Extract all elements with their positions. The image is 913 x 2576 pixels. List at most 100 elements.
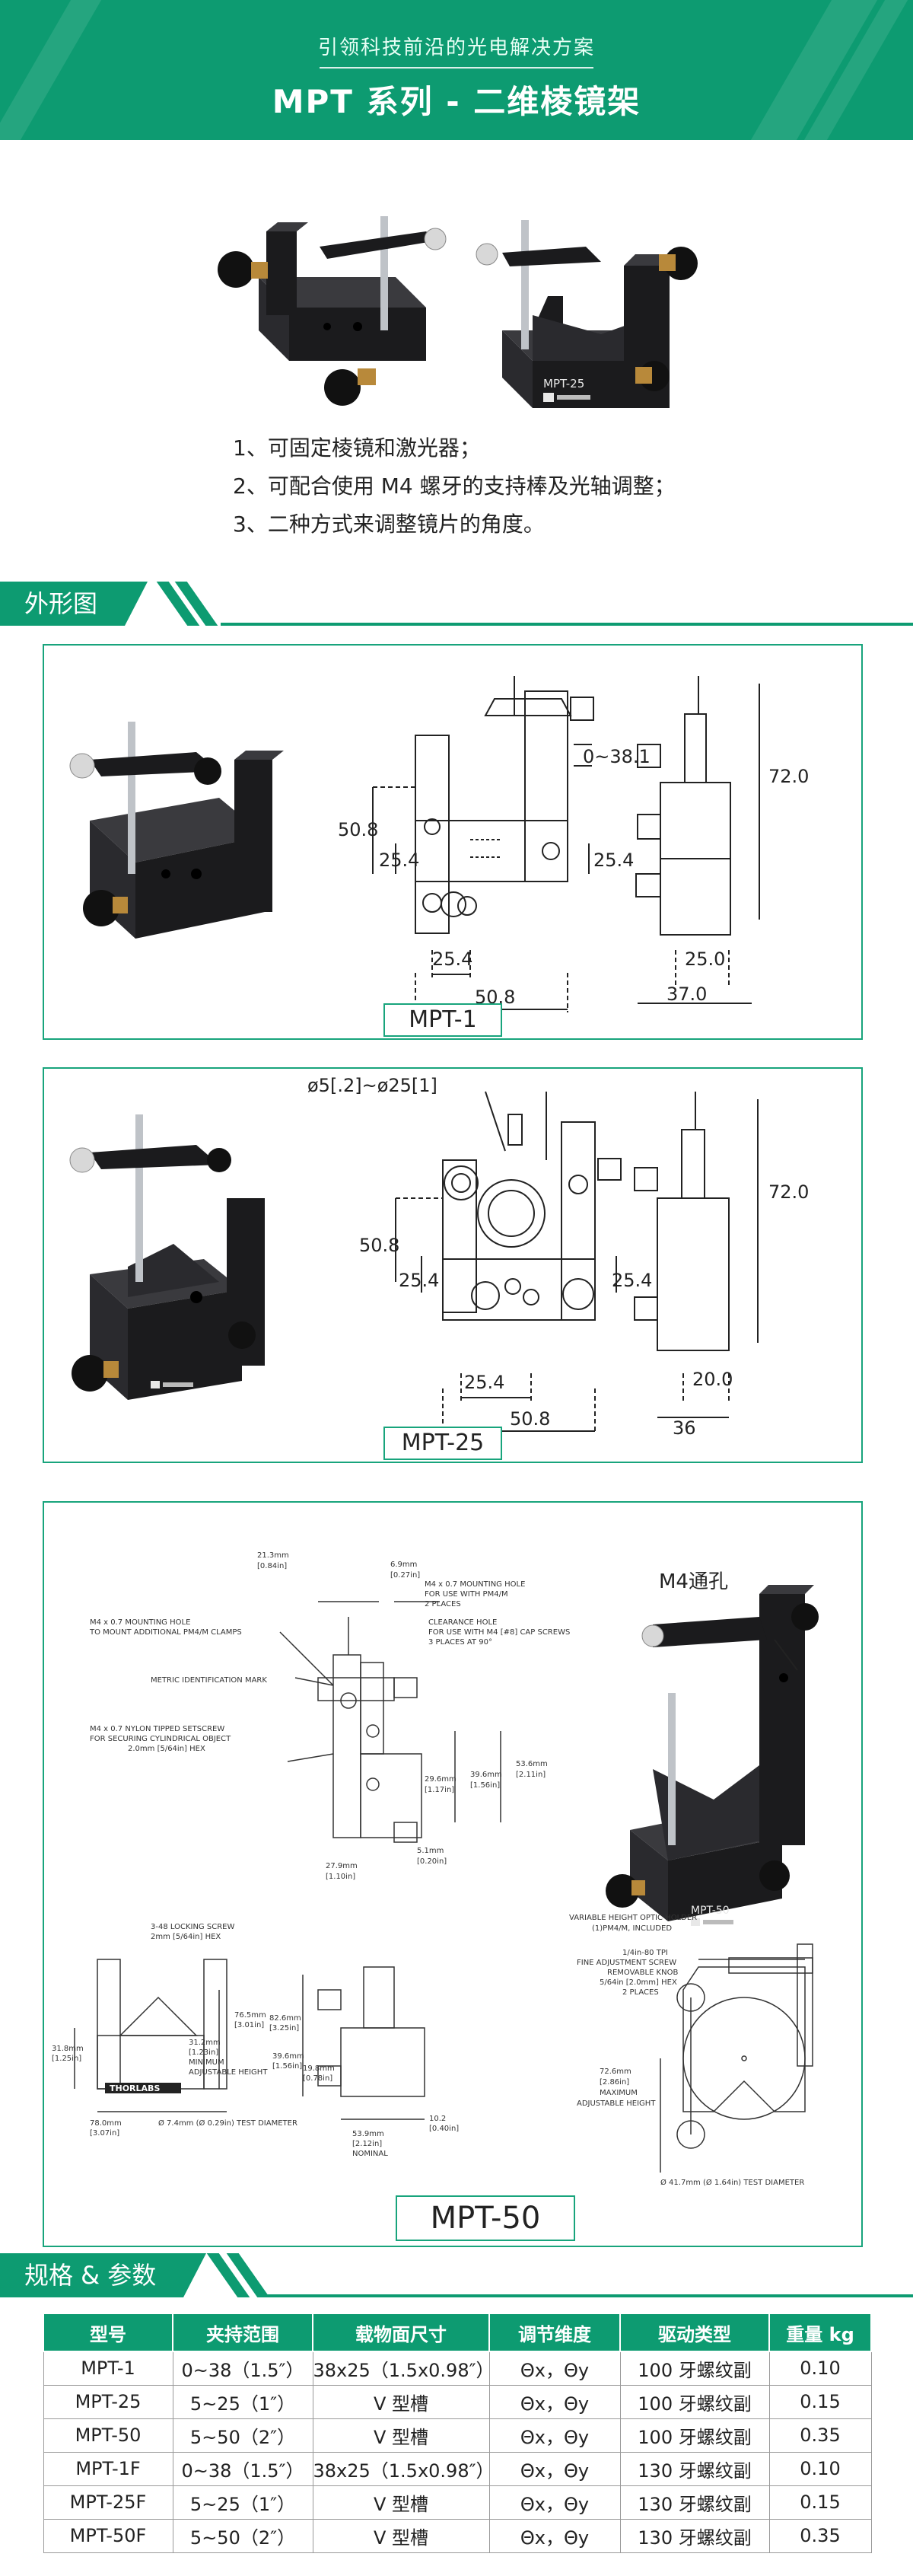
note: NOMINAL bbox=[352, 2150, 388, 2158]
drawing-notes-bottom-right: VARIABLE HEIGHT OPTIC HOLDER (1)PM4/M, I… bbox=[569, 1914, 804, 2187]
note: [1.17in] bbox=[425, 1786, 454, 1794]
photo-mpt50: MPT-50 bbox=[606, 1585, 819, 1926]
note: M4 x 0.7 NYLON TIPPED SETSCREW bbox=[90, 1725, 224, 1733]
feature-block: 1、可固定棱镜和激光器； 2、可配合使用 M4 螺牙的支持棒及光轴调整； 3、二… bbox=[0, 429, 913, 582]
table-row: MPT-1 0~38（1.5″） 38x25（1.5x0.98″） Θx，Θy … bbox=[43, 2351, 872, 2386]
brand-name: THORLABS bbox=[110, 2083, 160, 2093]
note: ADJUSTABLE HEIGHT bbox=[577, 2099, 656, 2108]
dim-inner-left: 25.4 bbox=[399, 1270, 439, 1291]
table-cell: Θx，Θy bbox=[488, 2351, 621, 2386]
hero-product-mpt1 bbox=[218, 216, 447, 406]
table-cell: 0.10 bbox=[768, 2351, 872, 2386]
drawing-panel-mpt25: ø5[.2]~ø25[1] 50.8 25.4 25.4 25.4 50.8 7… bbox=[43, 1067, 863, 1463]
table-row: MPT-25F 5~25（1″） V 型槽 Θx，Θy 130 牙螺纹副 0.1… bbox=[43, 2485, 872, 2520]
dim-side-total: 36 bbox=[673, 1417, 696, 1439]
logo-mark-icon bbox=[151, 1381, 193, 1388]
m4-hole-label: M4通孔 bbox=[659, 1570, 728, 1593]
section-underline bbox=[221, 623, 913, 626]
header-divider bbox=[320, 67, 593, 69]
table-cell: 130 牙螺纹副 bbox=[619, 2518, 770, 2553]
note: FOR USE WITH PM4/M bbox=[425, 1590, 508, 1599]
note: 6.9mm bbox=[390, 1561, 417, 1569]
note: 21.3mm bbox=[257, 1551, 289, 1560]
table-row: MPT-50F 5~50（2″） V 型槽 Θx，Θy 130 牙螺纹副 0.3… bbox=[43, 2518, 872, 2553]
dim-diameter-range: ø5[.2]~ø25[1] bbox=[307, 1075, 437, 1096]
table-cell: MPT-50F bbox=[43, 2518, 173, 2553]
column-header: 重量 kg bbox=[768, 2313, 872, 2352]
note: 5/64in [2.0mm] HEX bbox=[600, 1978, 677, 1987]
note: 39.6mm bbox=[272, 2052, 304, 2061]
section-specs-header: 规格 & 参数 bbox=[0, 2253, 913, 2297]
note: [2.11in] bbox=[516, 1771, 546, 1779]
front-view-mpt1 bbox=[372, 676, 594, 1012]
table-cell: 100 牙螺纹副 bbox=[619, 2384, 770, 2419]
note: 78.0mm bbox=[90, 2119, 122, 2128]
model-label-mpt25: MPT-25 bbox=[383, 1427, 502, 1460]
note: 72.6mm bbox=[600, 2067, 631, 2076]
table-cell: 0.35 bbox=[768, 2518, 872, 2553]
table-cell: MPT-25 bbox=[43, 2384, 173, 2419]
hero-section: MPT-25 bbox=[0, 140, 913, 429]
section-title: 规格 & 参数 bbox=[0, 2253, 207, 2297]
note: Ø 7.4mm (Ø 0.29in) TEST DIAMETER bbox=[158, 2119, 297, 2128]
photo-mpt25 bbox=[69, 1114, 265, 1400]
thumbscrew-icon bbox=[69, 1147, 95, 1173]
note: 19.8mm bbox=[303, 2064, 335, 2073]
note: M4 x 0.7 MOUNTING HOLE bbox=[90, 1618, 190, 1627]
page-header: 引领科技前沿的光电解决方案 MPT 系列 - 二维棱镜架 bbox=[0, 0, 913, 140]
note: [3.07in] bbox=[90, 2129, 119, 2138]
table-cell: MPT-25F bbox=[43, 2485, 173, 2520]
table-cell: Θx，Θy bbox=[488, 2418, 621, 2453]
table-cell: 0~38（1.5″） bbox=[172, 2451, 313, 2486]
note: [1.25in] bbox=[52, 2055, 81, 2063]
spec-table: 型号 夹持范围 载物面尺寸 调节维度 驱动类型 重量 kg MPT-1 0~38… bbox=[43, 2313, 872, 2553]
table-cell: V 型槽 bbox=[312, 2485, 490, 2520]
thumbscrew-icon bbox=[641, 1624, 664, 1647]
note: [2.12in] bbox=[352, 2140, 382, 2148]
dim-side-total: 37.0 bbox=[666, 984, 707, 1005]
note: 2 PLACES bbox=[622, 1988, 659, 1997]
table-cell: 0.10 bbox=[768, 2451, 872, 2486]
table-cell: 130 牙螺纹副 bbox=[619, 2451, 770, 2486]
knob-icon bbox=[791, 1603, 819, 1631]
side-view-mpt1 bbox=[635, 676, 760, 1004]
note: 2 PLACES bbox=[425, 1600, 461, 1608]
knob-icon bbox=[759, 1860, 790, 1891]
dim-side-inner: 20.0 bbox=[692, 1369, 733, 1390]
dim-inner-right: 25.4 bbox=[593, 850, 634, 871]
dim-bottom-inner: 25.4 bbox=[432, 948, 472, 970]
section-outline-header: 外形图 bbox=[0, 582, 913, 626]
note: MAXIMUM bbox=[600, 2089, 638, 2097]
note: 5.1mm bbox=[417, 1847, 444, 1855]
drawing-panel-mpt1: 50.8 25.4 25.4 0~38.1 25.4 50.8 72.0 2 bbox=[43, 644, 863, 1040]
technical-drawing-bottom-left bbox=[74, 1959, 425, 2120]
column-header: 载物面尺寸 bbox=[312, 2313, 490, 2352]
note: [0.78in] bbox=[303, 2074, 332, 2083]
note: 3-48 LOCKING SCREW bbox=[151, 1923, 234, 1931]
dim-side-height: 72.0 bbox=[768, 766, 809, 787]
note: [1.56in] bbox=[470, 1781, 500, 1790]
dim-side-height: 72.0 bbox=[768, 1181, 809, 1203]
dim-inner-right: 25.4 bbox=[612, 1270, 652, 1291]
photo-mpt1 bbox=[69, 722, 284, 939]
note: [2.86in] bbox=[600, 2078, 629, 2087]
dim-height: 50.8 bbox=[359, 1235, 399, 1256]
drawing-mpt50: MPT-50 M4通孔 bbox=[52, 1551, 819, 2187]
note: 39.6mm bbox=[470, 1771, 502, 1779]
header-subtitle: 引领科技前沿的光电解决方案 bbox=[317, 37, 595, 59]
table-cell: 38x25（1.5x0.98″） bbox=[312, 2351, 495, 2386]
dim-side-inner: 25.0 bbox=[685, 948, 725, 970]
drawing-mpt25: ø5[.2]~ø25[1] 50.8 25.4 25.4 25.4 50.8 7… bbox=[69, 1075, 809, 1439]
table-cell: 0.35 bbox=[768, 2418, 872, 2453]
page-title: MPT 系列 - 二维棱镜架 bbox=[272, 83, 641, 120]
note: 76.5mm bbox=[234, 2011, 266, 2020]
feature-item: 3、二种方式来调整镜片的角度。 bbox=[233, 512, 545, 537]
table-cell: 5~25（1″） bbox=[172, 2485, 313, 2520]
table-header-row: 型号 夹持范围 载物面尺寸 调节维度 驱动类型 重量 kg bbox=[43, 2313, 872, 2352]
logo-mark-icon bbox=[691, 1918, 733, 1926]
note: 10.2 bbox=[429, 2115, 446, 2123]
dim-bottom-inner: 25.4 bbox=[464, 1372, 504, 1393]
table-cell: MPT-1F bbox=[43, 2451, 173, 2486]
front-view-mpt25 bbox=[395, 1091, 622, 1434]
thumbscrew-icon bbox=[476, 243, 498, 266]
